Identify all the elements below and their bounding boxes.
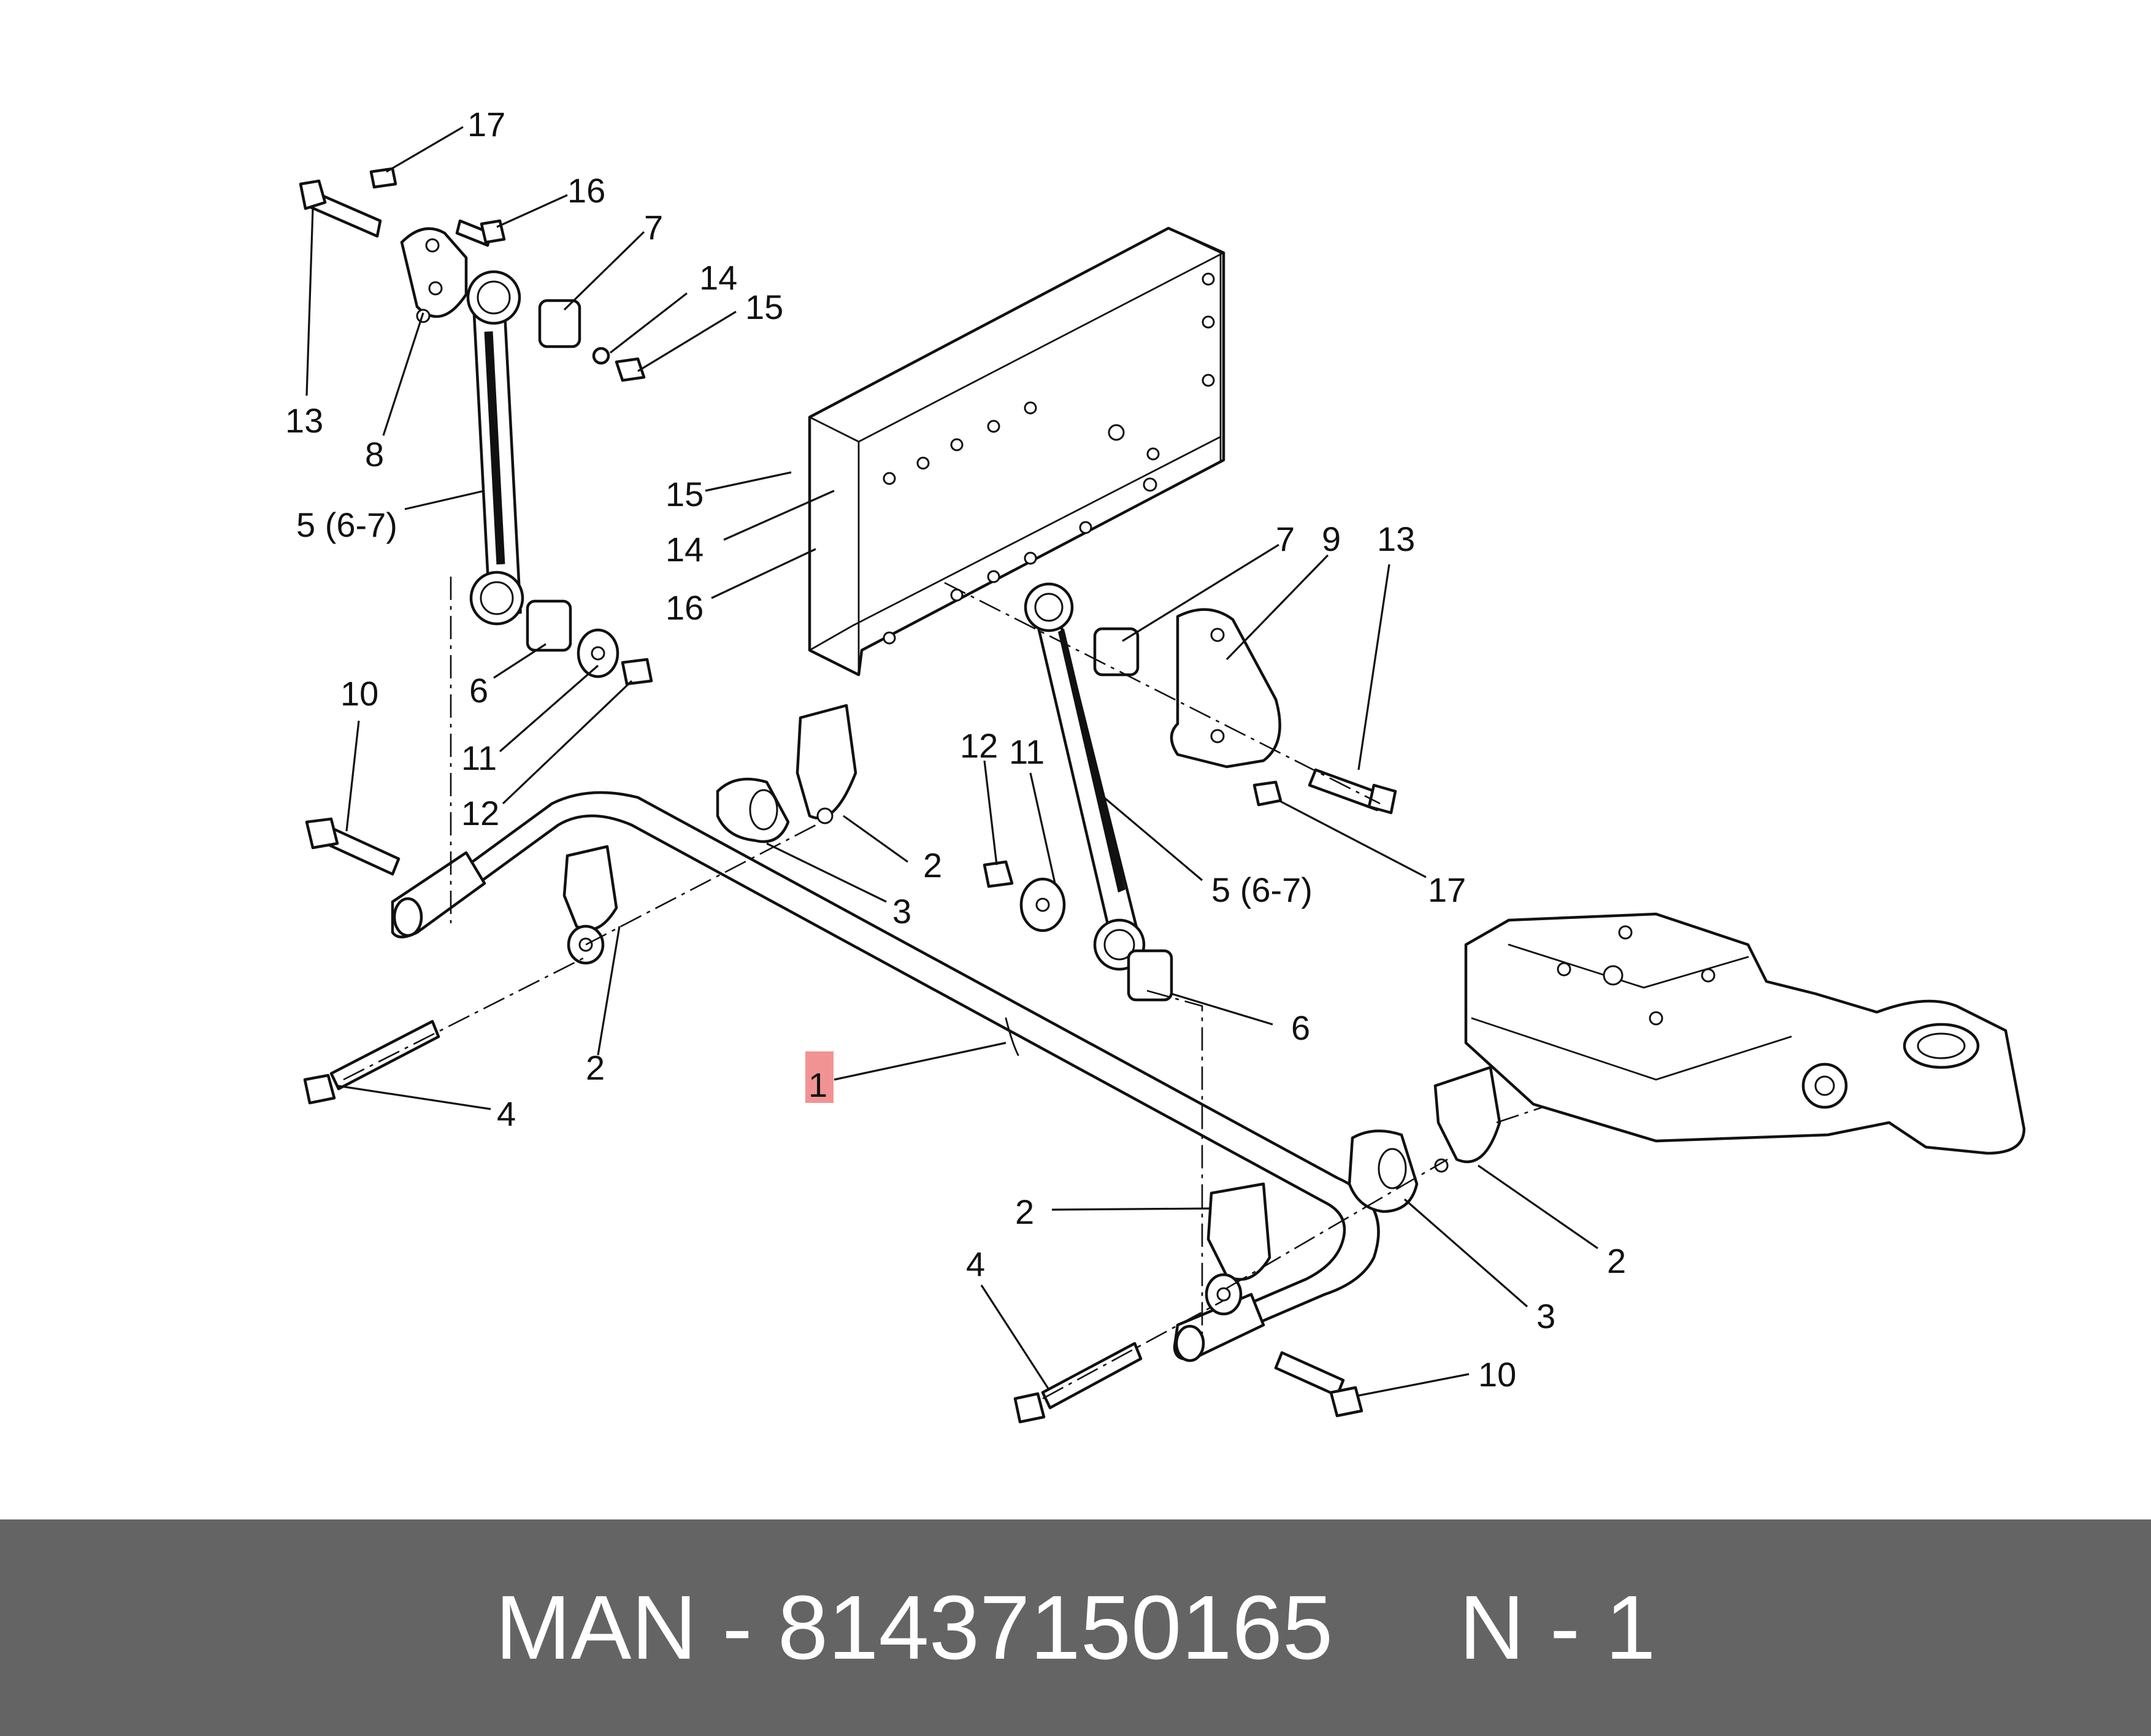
callout-labels: 17 16 7 14 15 13 8 5 (6-7) 15 14 16 6 10…	[285, 105, 1626, 1394]
footer-bar: MAN - 81437150165 N - 1	[0, 1519, 2151, 1736]
callout-17b: 17	[1428, 870, 1466, 909]
bolts	[303, 817, 1363, 1424]
callout-2b: 2	[586, 1048, 605, 1087]
callout-10b: 10	[1478, 1355, 1516, 1394]
axle-bracket	[1464, 912, 2026, 1155]
callout-6b: 6	[1291, 1008, 1310, 1047]
part-number-label: MAN - 81437150165 N - 1	[495, 1577, 1656, 1678]
right-link-assembly	[944, 582, 1397, 1334]
callout-13b: 13	[1377, 520, 1415, 558]
callout-14b: 14	[665, 530, 704, 569]
callout-2d: 2	[1607, 1242, 1626, 1280]
callout-4b: 4	[966, 1245, 985, 1283]
callout-14a: 14	[699, 258, 737, 297]
callout-8: 8	[365, 435, 384, 474]
callout-7a: 7	[644, 208, 663, 247]
callout-5b: 5 (6-7)	[1211, 870, 1313, 909]
callout-11a: 11	[461, 739, 497, 777]
callout-3a: 3	[892, 892, 911, 931]
stabilizer-bar	[391, 791, 1380, 1362]
callout-15a: 15	[745, 288, 783, 326]
callout-10a: 10	[340, 674, 378, 713]
callout-1: 1	[808, 1066, 827, 1104]
highlight-box	[805, 1051, 834, 1103]
callout-16b: 16	[665, 588, 704, 627]
callout-6a: 6	[469, 671, 488, 710]
callout-4a: 4	[497, 1094, 516, 1133]
callout-2a: 2	[923, 846, 942, 885]
callout-9: 9	[1322, 520, 1341, 558]
callout-12b: 12	[960, 726, 998, 765]
callout-13a: 13	[285, 401, 323, 440]
leader-lines	[305, 126, 1598, 1397]
callout-5a: 5 (6-7)	[296, 505, 397, 544]
callout-3b: 3	[1536, 1297, 1555, 1335]
callout-2c: 2	[1015, 1193, 1034, 1231]
callout-11b: 11	[1009, 732, 1045, 771]
frame-rail	[808, 226, 1225, 677]
callout-15b: 15	[665, 475, 704, 513]
callout-17a: 17	[467, 105, 505, 144]
bar-mount-parts	[562, 704, 1589, 1316]
callout-7b: 7	[1276, 520, 1295, 558]
callout-16a: 16	[567, 171, 605, 210]
exploded-parts-diagram: 17 16 7 14 15 13 8 5 (6-7) 15 14 16 6 10…	[285, 105, 2026, 1424]
left-link-assembly	[299, 167, 653, 923]
callout-12a: 12	[461, 794, 499, 832]
